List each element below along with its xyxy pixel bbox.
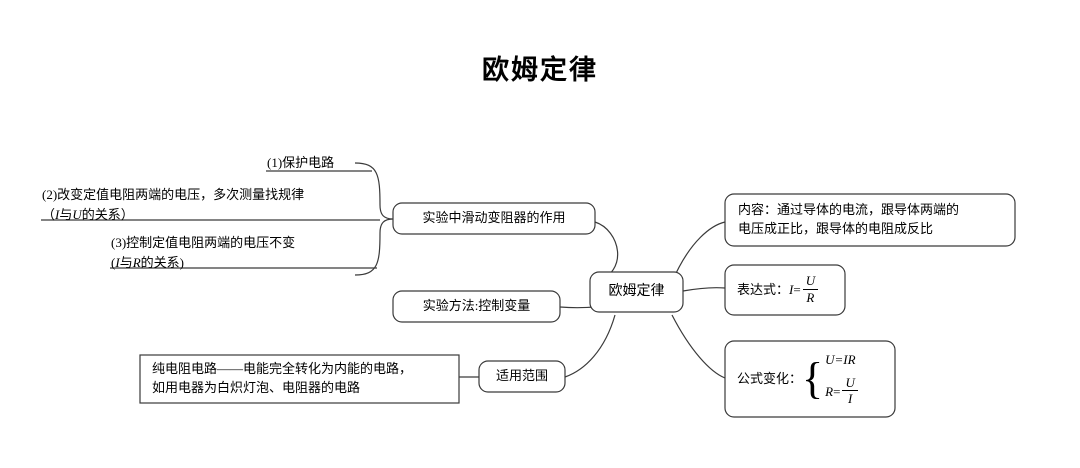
left-item-3-paren-open: (: [111, 254, 116, 270]
left-item-2-line-2: （I与U的关系）: [42, 205, 304, 225]
method-label: 实验方法:控制变量: [422, 298, 531, 314]
variation-eq-2: R = U I: [825, 374, 860, 407]
left-item-3-tail: 的关系): [140, 254, 184, 270]
left-item-3-line-1: (3)控制定值电阻两端的电压不变: [111, 235, 296, 250]
scope-label: 适用范围: [495, 368, 548, 384]
expression-label: 表达式：: [737, 281, 790, 297]
variation-eq2-equals: =: [833, 383, 841, 399]
left-item-2-var-2: U: [72, 206, 82, 222]
expression-fraction: U R: [802, 272, 819, 305]
expression-text-wrap[interactable]: 表达式： I = U R: [737, 265, 847, 315]
page-title: 欧姆定律: [482, 55, 598, 85]
content-line-1: 内容：通过导体的电流，跟导体两端的: [738, 202, 960, 218]
expression-denominator: R: [806, 289, 815, 305]
variation-label: 公式变化：: [737, 370, 803, 386]
expression-box[interactable]: [724, 264, 846, 316]
left-item-3-var-1: I: [115, 254, 120, 270]
variation-text-wrap[interactable]: 公式变化： { U=IR R = U I: [737, 341, 895, 417]
left-item-3-mid: 与: [119, 254, 133, 270]
scope-detail-line-2: 如用电器为白炽灯泡、电阻器的电路: [152, 380, 361, 395]
left-branch-bracket: [354, 162, 394, 276]
variation-eq2-lhs: R: [825, 383, 834, 399]
method-label-wrap[interactable]: 实验方法:控制变量: [393, 291, 560, 322]
expression-equals: =: [793, 281, 801, 297]
expression-numerator: U: [805, 272, 816, 288]
fraction-bar: [802, 288, 819, 290]
variation-brace-group: { U=IR R = U I: [802, 351, 860, 407]
left-item-3-var-2: R: [132, 254, 141, 270]
variation-equations: U=IR R = U I: [825, 351, 860, 407]
variation-denominator: I: [847, 391, 853, 407]
content-text-wrap[interactable]: 内容：通过导体的电流，跟导体两端的 电压成正比，跟导体的电阻成反比: [738, 194, 1013, 246]
connector-center-to-content: [671, 221, 726, 283]
variation-numerator: U: [845, 374, 855, 390]
slider-role-label-wrap[interactable]: 实验中滑动变阻器的作用: [393, 203, 595, 234]
connector-center-to-variation: [671, 314, 726, 379]
connector-center-to-scope: [564, 314, 616, 378]
variation-fraction: U I: [842, 374, 858, 407]
scope-label-wrap[interactable]: 适用范围: [479, 361, 565, 392]
left-item-3-line-2: (I与R的关系): [111, 253, 295, 273]
center-node-box[interactable]: [589, 271, 684, 313]
content-box[interactable]: [724, 193, 1016, 247]
scope-detail-line-1: 纯电阻电路——电能完全转化为内能的电路，: [152, 361, 413, 377]
left-item-2-tail: 的关系）: [81, 206, 134, 222]
slider-role-label: 实验中滑动变阻器的作用: [422, 210, 566, 226]
content-line-2: 电压成正比，跟导体的电阻成反比: [738, 221, 934, 236]
scope-detail-wrap[interactable]: 纯电阻电路——电能完全转化为内能的电路， 如用电器为白炽灯泡、电阻器的电路: [152, 355, 452, 403]
left-item-2[interactable]: (2)改变定值电阻两端的电压，多次测量找规律 （I与U的关系）: [42, 185, 304, 224]
variation-eq-1: U=IR: [825, 351, 856, 367]
variation-fraction-bar: [842, 390, 858, 392]
left-item-2-var-1: I: [55, 206, 60, 222]
scope-detail-box[interactable]: [139, 354, 460, 404]
left-item-1-label: (1)保护电路: [267, 155, 335, 170]
left-item-2-line-1: (2)改变定值电阻两端的电压，多次测量找规律: [42, 187, 305, 202]
left-bracket-group: [41, 162, 394, 276]
center-node-label: 欧姆定律: [608, 283, 665, 299]
curly-brace-icon: {: [802, 354, 824, 404]
left-item-2-paren-open: （: [42, 206, 56, 222]
variation-box[interactable]: [724, 340, 896, 418]
center-node-label-wrap[interactable]: 欧姆定律: [590, 272, 683, 312]
left-item-1[interactable]: (1)保护电路: [267, 153, 334, 173]
expression-lhs: I: [789, 281, 794, 297]
method-box[interactable]: [392, 290, 561, 323]
left-item-3[interactable]: (3)控制定值电阻两端的电压不变 (I与R的关系): [111, 233, 295, 272]
left-item-2-mid: 与: [59, 206, 73, 222]
connector-center-to-expression: [682, 287, 726, 292]
